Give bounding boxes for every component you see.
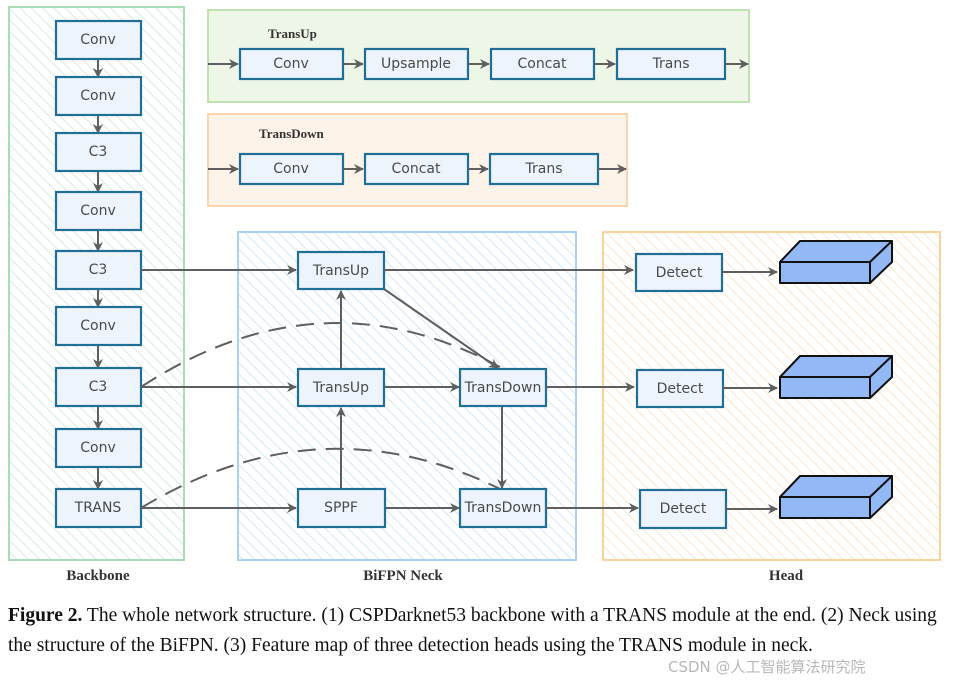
transup-step-concat: Concat bbox=[489, 47, 596, 81]
svg-text:Conv: Conv bbox=[80, 88, 116, 104]
caption-label: Figure 2. bbox=[8, 605, 83, 626]
figure-caption: Figure 2. The whole network structure. (… bbox=[8, 601, 963, 661]
svg-text:TransDown: TransDown bbox=[464, 500, 542, 516]
neck-node-transdown-mid: TransDown bbox=[458, 367, 548, 408]
svg-text:Conv: Conv bbox=[80, 32, 116, 48]
svg-text:Detect: Detect bbox=[660, 501, 707, 517]
svg-text:Conv: Conv bbox=[80, 203, 116, 219]
backbone-node-c3-3: C3 bbox=[54, 366, 143, 408]
svg-text:TransDown: TransDown bbox=[464, 380, 542, 396]
svg-text:Concat: Concat bbox=[392, 161, 441, 177]
neck-node-transup-mid: TransUp bbox=[296, 367, 386, 408]
backbone-node-conv-1: Conv bbox=[54, 19, 143, 61]
svg-text:Conv: Conv bbox=[80, 318, 116, 334]
svg-text:Detect: Detect bbox=[656, 265, 703, 281]
neck-title: BiFPN Neck bbox=[363, 568, 443, 584]
neck-node-transdown-bot: TransDown bbox=[458, 487, 548, 529]
backbone-title: Backbone bbox=[66, 568, 130, 584]
head-node-detect-2: Detect bbox=[635, 368, 725, 409]
backbone-node-conv-2: Conv bbox=[54, 75, 143, 117]
svg-text:Concat: Concat bbox=[518, 56, 567, 72]
svg-text:Conv: Conv bbox=[273, 56, 309, 72]
backbone-node-conv-3: Conv bbox=[54, 190, 143, 232]
svg-text:C3: C3 bbox=[89, 379, 108, 395]
svg-text:Conv: Conv bbox=[273, 161, 309, 177]
backbone-node-c3-1: C3 bbox=[54, 131, 143, 173]
backbone-node-conv-4: Conv bbox=[54, 305, 143, 347]
svg-text:C3: C3 bbox=[89, 262, 108, 278]
svg-text:Conv: Conv bbox=[80, 440, 116, 456]
transup-step-upsample: Upsample bbox=[363, 47, 470, 81]
caption-text: The whole network structure. (1) CSPDark… bbox=[8, 605, 937, 656]
watermark: CSDN @人工智能算法研究院 bbox=[668, 658, 866, 676]
svg-text:Upsample: Upsample bbox=[381, 56, 451, 72]
head-node-detect-3: Detect bbox=[638, 488, 728, 530]
feature-map-1 bbox=[779, 240, 893, 284]
head-node-detect-1: Detect bbox=[634, 252, 724, 293]
svg-text:TRANS: TRANS bbox=[74, 500, 122, 516]
backbone-node-trans: TRANS bbox=[54, 487, 143, 529]
svg-text:C3: C3 bbox=[89, 144, 108, 160]
transup-step-trans: Trans bbox=[615, 47, 727, 81]
transdown-step-trans: Trans bbox=[488, 152, 600, 186]
svg-text:Trans: Trans bbox=[652, 56, 690, 72]
network-diagram: Backbone BiFPN Neck Head TransUp TransDo… bbox=[8, 6, 941, 584]
neck-node-transup-top: TransUp bbox=[296, 250, 386, 291]
svg-text:Trans: Trans bbox=[525, 161, 563, 177]
transdown-legend-title: TransDown bbox=[259, 126, 325, 141]
svg-text:SPPF: SPPF bbox=[324, 500, 358, 516]
svg-text:TransUp: TransUp bbox=[312, 263, 369, 279]
transup-legend-title: TransUp bbox=[268, 26, 317, 41]
svg-text:Detect: Detect bbox=[657, 381, 704, 397]
neck-node-sppf: SPPF bbox=[296, 487, 387, 529]
feature-map-2 bbox=[779, 355, 893, 399]
transup-step-conv: Conv bbox=[238, 47, 345, 81]
head-title: Head bbox=[769, 568, 804, 584]
feature-map-3 bbox=[779, 475, 893, 519]
svg-text:TransUp: TransUp bbox=[312, 380, 369, 396]
transdown-step-concat: Concat bbox=[363, 152, 470, 186]
backbone-node-conv-5: Conv bbox=[54, 427, 143, 469]
backbone-node-c3-2: C3 bbox=[54, 249, 143, 291]
transdown-step-conv: Conv bbox=[238, 152, 345, 186]
